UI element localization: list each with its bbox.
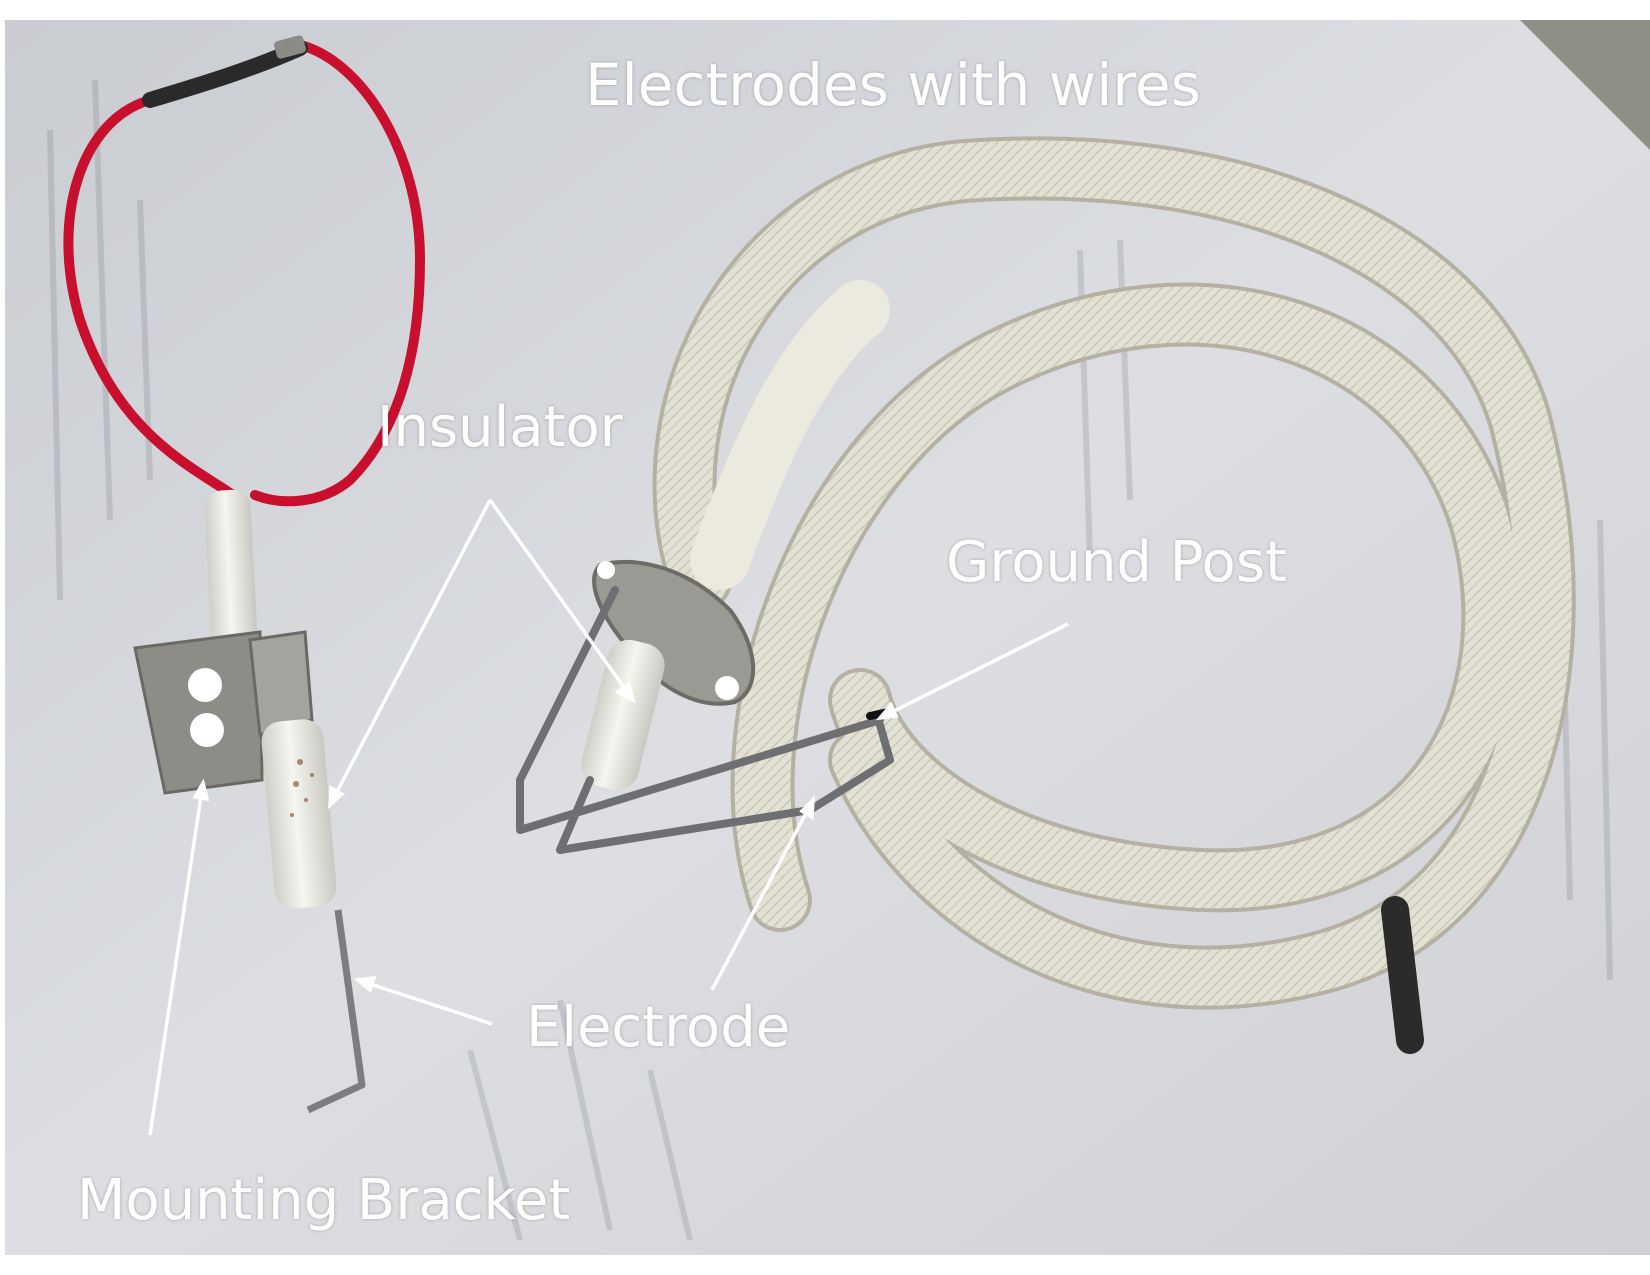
insulator-label: Insulator [377, 395, 623, 460]
image-title: Electrodes with wires [585, 51, 1201, 119]
upper-insulator [204, 489, 258, 656]
electrode-label: Electrode [526, 995, 791, 1060]
braided-wire [652, 136, 1576, 1054]
ground-post-rod [516, 586, 884, 834]
annotation-arrows [148, 498, 1069, 1136]
right-insulator [581, 639, 665, 791]
electrode-arrow-right [710, 799, 815, 991]
left-electrode-rod [306, 909, 366, 1114]
ground-post-arrow [879, 622, 1069, 720]
mounting-bracket-label: Mounting Bracket [77, 1168, 571, 1233]
flange [592, 560, 756, 706]
lower-insulator [261, 719, 337, 909]
mounting-bracket-shape [133, 630, 314, 795]
left-electrode-assembly [63, 35, 426, 1114]
insulator-arrow-left [328, 499, 492, 806]
mounting-bracket-arrow [148, 782, 205, 1136]
ground-post-label: Ground Post [946, 530, 1287, 595]
electrode-arrow-left [357, 978, 493, 1026]
insulator-arrow-right [488, 498, 635, 702]
